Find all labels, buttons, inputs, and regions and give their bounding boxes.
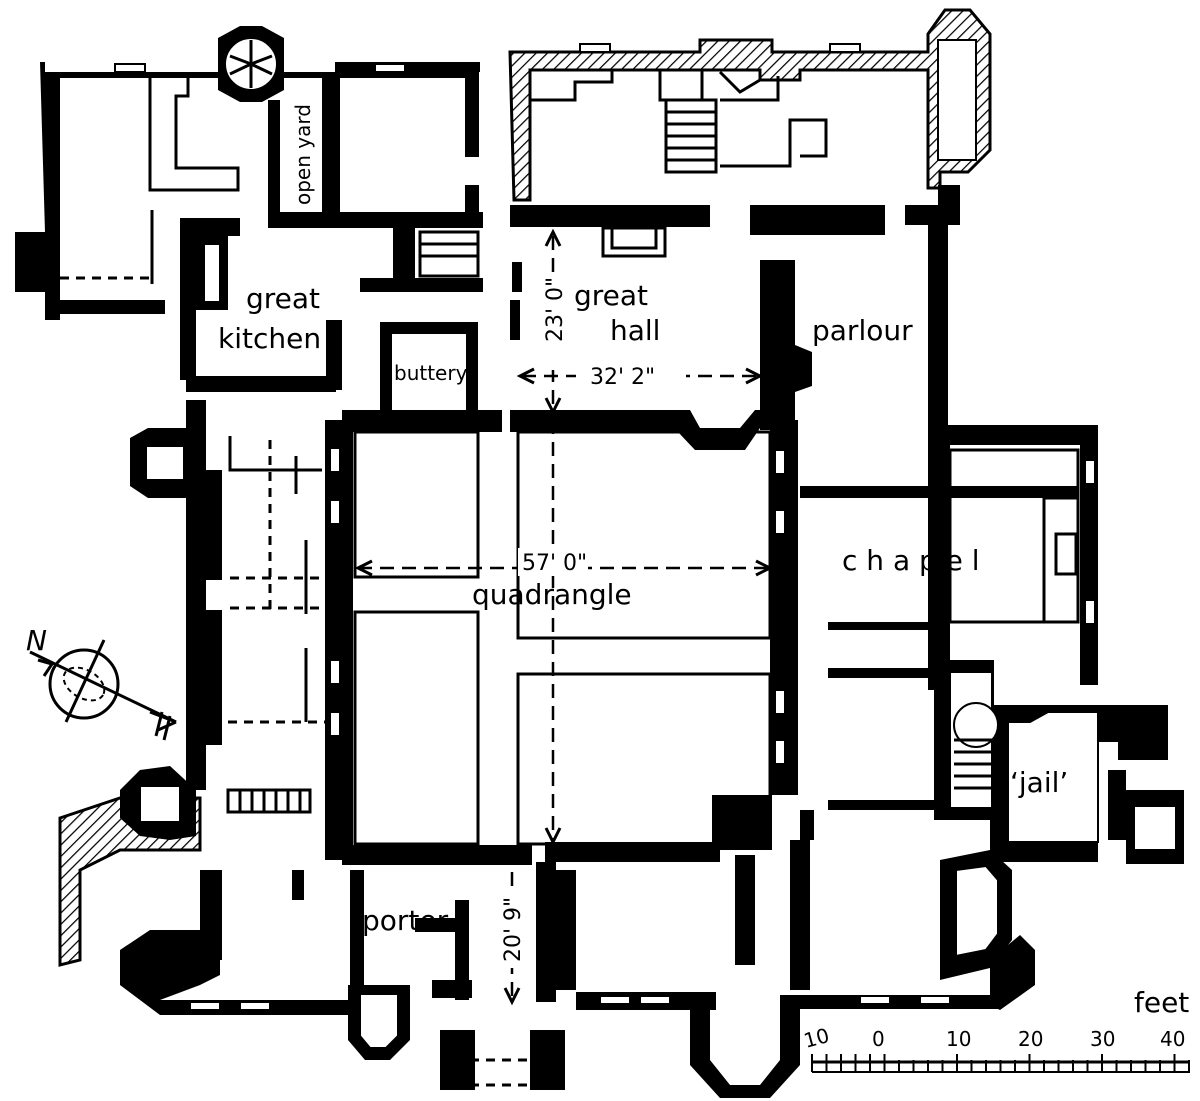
label-jail: ‘jail’ xyxy=(1010,766,1068,799)
dimension-lines xyxy=(354,228,774,1006)
scale-unit: feet xyxy=(1134,986,1189,1019)
label-buttery: buttery xyxy=(394,361,468,385)
south-range xyxy=(120,810,1035,1098)
scale-tick-label: 40 xyxy=(1160,1027,1185,1051)
dim-hall-depth: 23' 0" xyxy=(543,277,568,342)
dim-hall-width: 32' 2" xyxy=(590,365,655,390)
north-arrow-icon: N xyxy=(26,624,177,741)
dim-gate-depth: 20' 9" xyxy=(501,897,526,962)
compass-label: N xyxy=(26,624,47,657)
label-parlour: parlour xyxy=(812,314,913,347)
label-great-kitchen-1: great xyxy=(246,282,320,315)
room-labels: open yard great kitchen great hall parlo… xyxy=(218,104,1068,937)
label-porter: porter xyxy=(362,904,449,937)
kitchen-wing xyxy=(180,218,522,432)
west-range xyxy=(58,400,502,967)
scale-tick-label: 0 xyxy=(872,1027,885,1051)
quadrangle xyxy=(329,410,798,865)
scale-tick-label: 30 xyxy=(1090,1027,1115,1051)
scale-bar: feet 10 0 10 20 30 40 xyxy=(801,986,1190,1073)
label-great-hall-2: hall xyxy=(610,314,660,347)
east-range xyxy=(760,225,1184,980)
dim-quad-width: 57' 0" xyxy=(522,551,587,576)
scale-tick-label: 10 xyxy=(946,1027,971,1051)
dimension-labels: 23' 0" 32' 2" 57' 0" 20' 9" xyxy=(501,277,655,962)
label-open-yard: open yard xyxy=(291,104,315,205)
outer-window-ticks xyxy=(114,43,1096,1011)
label-chapel: c h a p e l xyxy=(842,544,980,577)
label-quadrangle: quadrangle xyxy=(472,578,632,611)
north-range xyxy=(15,8,992,320)
window-openings xyxy=(329,447,786,765)
scale-tick-label: 20 xyxy=(1018,1027,1043,1051)
label-great-hall-1: great xyxy=(574,279,648,312)
scale-tick-label: 10 xyxy=(801,1023,832,1053)
label-great-kitchen-2: kitchen xyxy=(218,322,321,355)
